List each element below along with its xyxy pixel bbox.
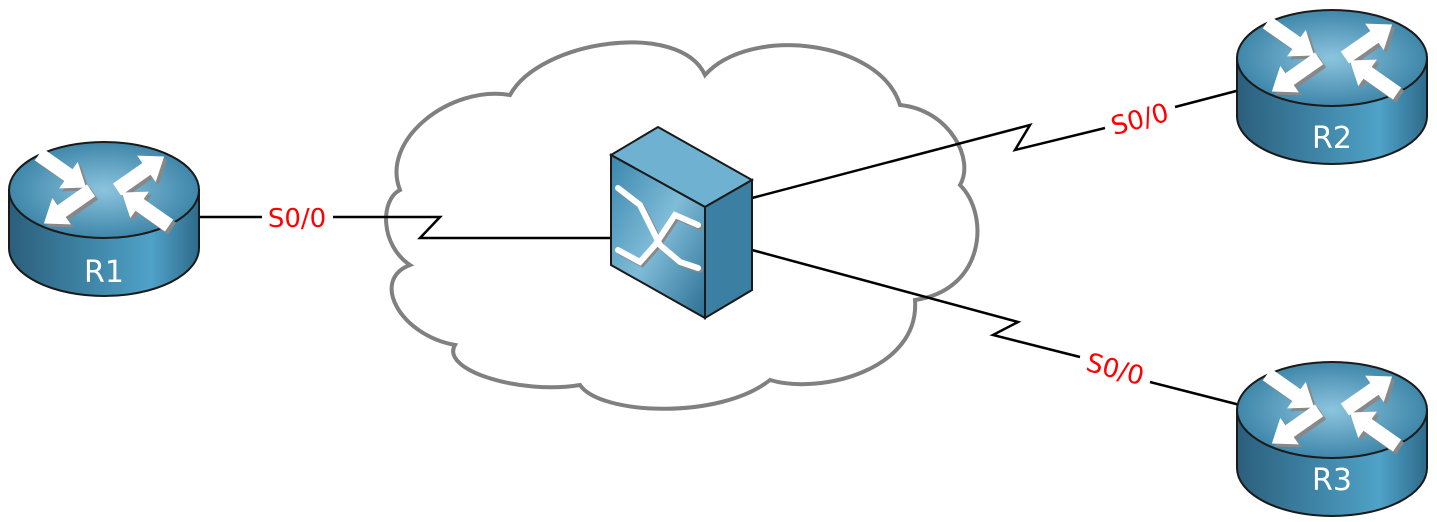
router-label: R3 [1312,463,1352,498]
interface-label-r2: S0/0 [1108,98,1172,142]
serial-link-r1-cloud [333,215,612,240]
router-label: R1 [84,255,124,290]
serial-link-r2-end [1174,88,1241,109]
router-r2[interactable]: R2 [1237,9,1427,164]
switch-arrows-icon [615,185,703,273]
serial-link-r2 [751,123,1106,200]
router-r1[interactable]: R1 [9,141,199,296]
router-r3[interactable]: R3 [1237,361,1427,516]
interface-label-r1: S0/0 [268,204,326,234]
serial-link-r3-end [1149,380,1241,407]
serial-link-r3 [751,248,1081,359]
frame-relay-switch [608,125,755,320]
router-label: R2 [1312,121,1352,156]
interface-label-r3: S0/0 [1083,348,1147,392]
